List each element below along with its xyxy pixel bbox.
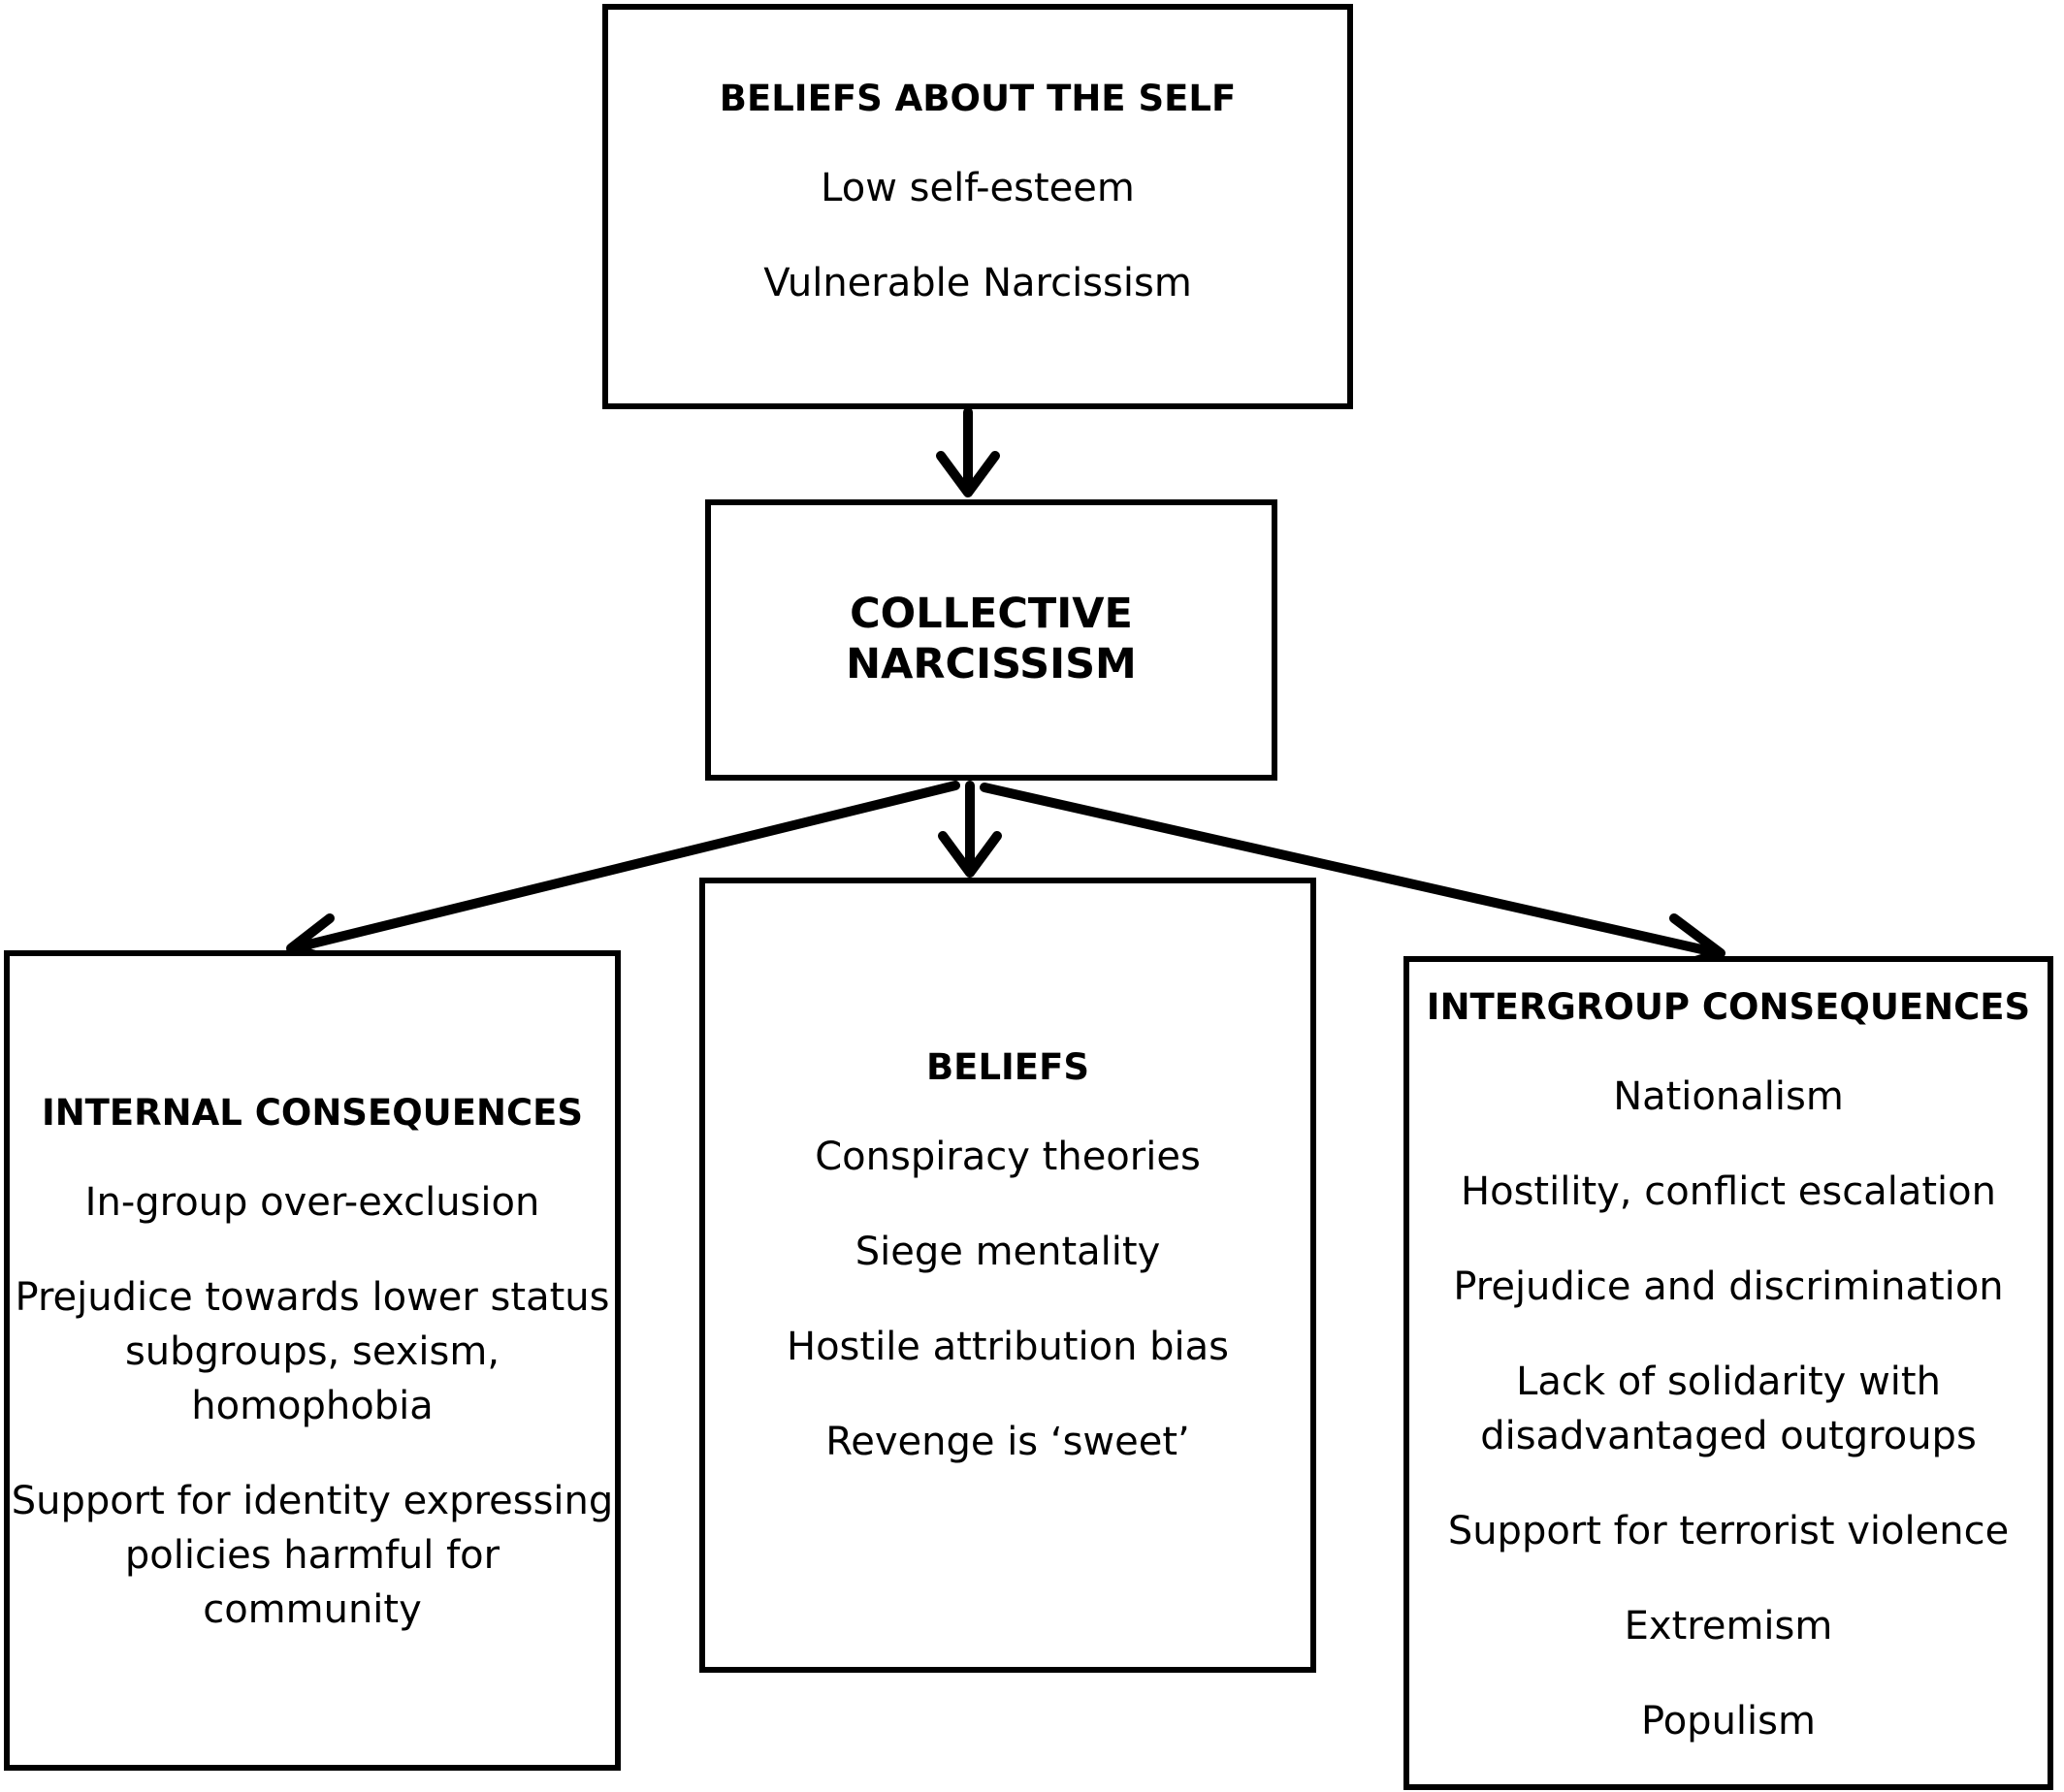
arrowhead-self-to-collective: [936, 451, 1000, 497]
intergroup-item: Hostility, conflict escalation: [1461, 1169, 1996, 1215]
internal-consequences-box: INTERNAL CONSEQUENCES In-group over-excl…: [4, 950, 621, 1771]
beliefs-item: Siege mentality: [855, 1230, 1161, 1275]
intergroup-item: Populism: [1641, 1699, 1816, 1744]
intergroup-item: Extremism: [1624, 1604, 1833, 1649]
intergroup-item: Support for terrorist violence: [1447, 1509, 2010, 1554]
arrowhead-collective-to-beliefs: [938, 831, 1002, 878]
beliefs-about-self-box: BELIEFS ABOUT THE SELF Low self-esteem V…: [602, 4, 1353, 409]
intergroup-consequences-box: INTERGROUP CONSEQUENCES Nationalism Host…: [1403, 956, 2053, 1790]
beliefs-about-self-title: BELIEFS ABOUT THE SELF: [719, 78, 1237, 119]
internal-consequences-title: INTERNAL CONSEQUENCES: [41, 1092, 584, 1134]
collective-narcissism-title: COLLECTIVE NARCISSISM: [846, 590, 1137, 688]
intergroup-item: Nationalism: [1613, 1074, 1844, 1120]
beliefs-box: BELIEFS Conspiracy theories Siege mental…: [699, 878, 1316, 1673]
internal-item: Support for identity expressing policies…: [11, 1479, 614, 1633]
self-item-vulnerable-narcissism: Vulnerable Narcissism: [763, 261, 1192, 306]
beliefs-item: Revenge is ‘sweet’: [825, 1420, 1190, 1465]
internal-item: In-group over-exclusion: [84, 1180, 540, 1226]
internal-item: Prejudice towards lower status subgroups…: [15, 1275, 610, 1429]
beliefs-item: Conspiracy theories: [815, 1135, 1201, 1180]
intergroup-consequences-title: INTERGROUP CONSEQUENCES: [1426, 986, 2031, 1028]
intergroup-item: Lack of solidarity with disadvantaged ou…: [1480, 1360, 1977, 1459]
intergroup-item: Prejudice and discrimination: [1453, 1264, 2004, 1310]
self-item-low-self-esteem: Low self-esteem: [821, 166, 1135, 211]
collective-narcissism-box: COLLECTIVE NARCISSISM: [705, 499, 1277, 781]
beliefs-title: BELIEFS: [925, 1046, 1090, 1088]
beliefs-item: Hostile attribution bias: [787, 1325, 1229, 1370]
